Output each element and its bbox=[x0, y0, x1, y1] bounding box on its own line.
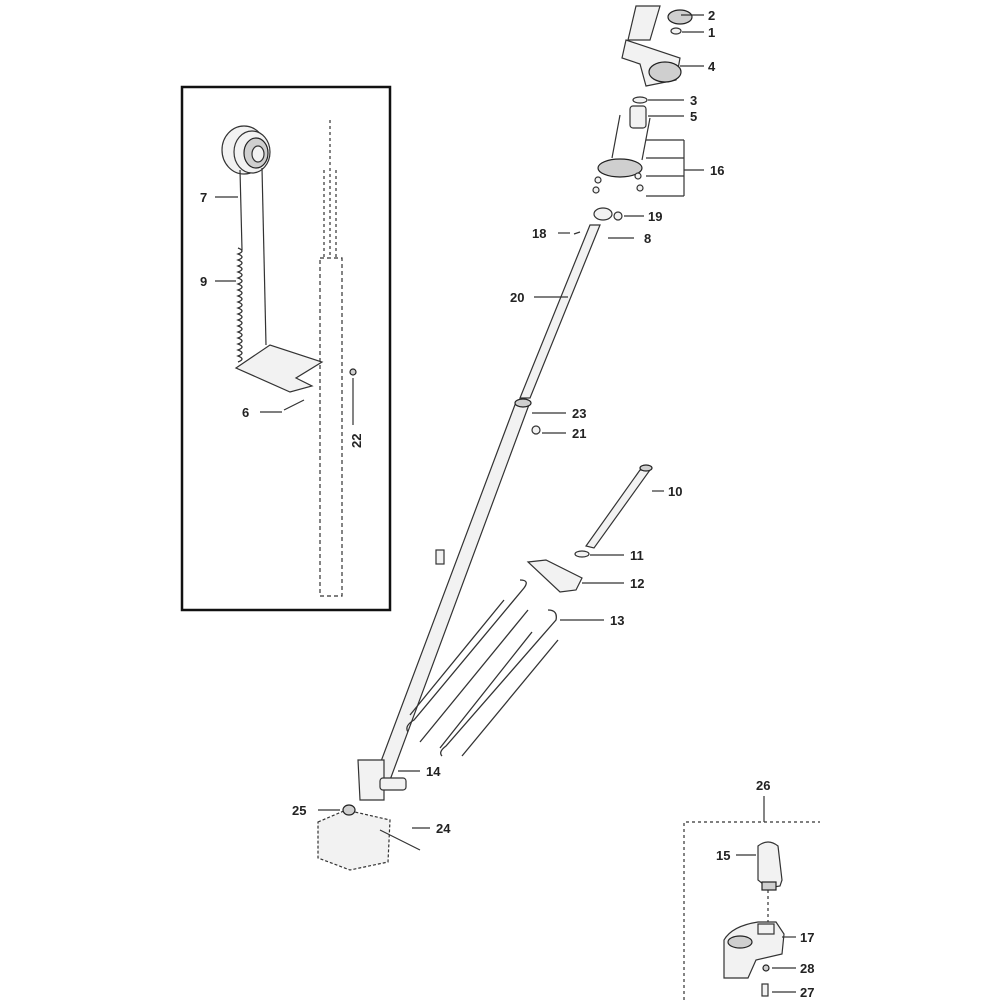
collar-icon bbox=[593, 207, 613, 221]
label-22: 22 bbox=[349, 434, 364, 448]
label-2: 2 bbox=[708, 8, 715, 23]
label-9: 9 bbox=[200, 274, 207, 289]
inset-frame bbox=[180, 85, 392, 612]
label-16: 16 bbox=[710, 163, 724, 178]
inner-shaft bbox=[519, 224, 601, 399]
handle-icon bbox=[621, 5, 693, 87]
cable bbox=[239, 169, 243, 251]
label-19: 19 bbox=[648, 209, 662, 224]
label-1: 1 bbox=[708, 25, 715, 40]
label-15: 15 bbox=[716, 848, 730, 863]
label-21: 21 bbox=[572, 426, 586, 441]
bracket-icon bbox=[526, 559, 583, 593]
springs-icon bbox=[406, 579, 559, 757]
label-24: 24 bbox=[436, 821, 451, 836]
label-27: 27 bbox=[800, 985, 814, 1000]
nut-icon bbox=[342, 804, 356, 816]
label-13: 13 bbox=[610, 613, 624, 628]
label-4: 4 bbox=[708, 59, 716, 74]
flange-icon bbox=[597, 158, 643, 178]
main-assembly: 2 1 4 3 5 16 19 18 8 20 23 21 10 11 12 1… bbox=[292, 5, 724, 871]
label-12: 12 bbox=[630, 576, 644, 591]
label-7: 7 bbox=[200, 190, 207, 205]
clevis-icon bbox=[357, 759, 385, 801]
label-26: 26 bbox=[756, 778, 770, 793]
washer-icon bbox=[632, 96, 648, 104]
cable-2 bbox=[261, 167, 267, 346]
label-11: 11 bbox=[630, 548, 644, 563]
rod-icon bbox=[585, 469, 652, 549]
label-14: 14 bbox=[426, 764, 441, 779]
inset-detail: 7 9 6 22 bbox=[180, 85, 392, 612]
inset-nut bbox=[349, 368, 357, 376]
inset-bolt bbox=[283, 399, 305, 411]
inset-tube bbox=[319, 120, 343, 597]
handle-kit: 26 15 17 28 27 bbox=[683, 778, 820, 1000]
base-bolt bbox=[379, 829, 421, 851]
base-plate bbox=[317, 809, 391, 871]
label-28: 28 bbox=[800, 961, 814, 976]
label-5: 5 bbox=[690, 109, 697, 124]
grip-icon bbox=[757, 841, 783, 889]
label-20: 20 bbox=[510, 290, 524, 305]
label-17: 17 bbox=[800, 930, 814, 945]
label-18: 18 bbox=[532, 226, 546, 241]
label-6: 6 bbox=[242, 405, 249, 420]
inset-spring-icon bbox=[236, 247, 243, 363]
outer-tube bbox=[373, 401, 531, 781]
inset-plate bbox=[234, 344, 324, 393]
label-3: 3 bbox=[690, 93, 697, 108]
label-10: 10 bbox=[668, 484, 682, 499]
label-25: 25 bbox=[292, 803, 306, 818]
pulley-icon bbox=[221, 125, 271, 175]
crank-arm-icon bbox=[723, 921, 785, 979]
bushing-icon bbox=[629, 105, 647, 129]
label-8: 8 bbox=[644, 231, 651, 246]
label-23: 23 bbox=[572, 406, 586, 421]
